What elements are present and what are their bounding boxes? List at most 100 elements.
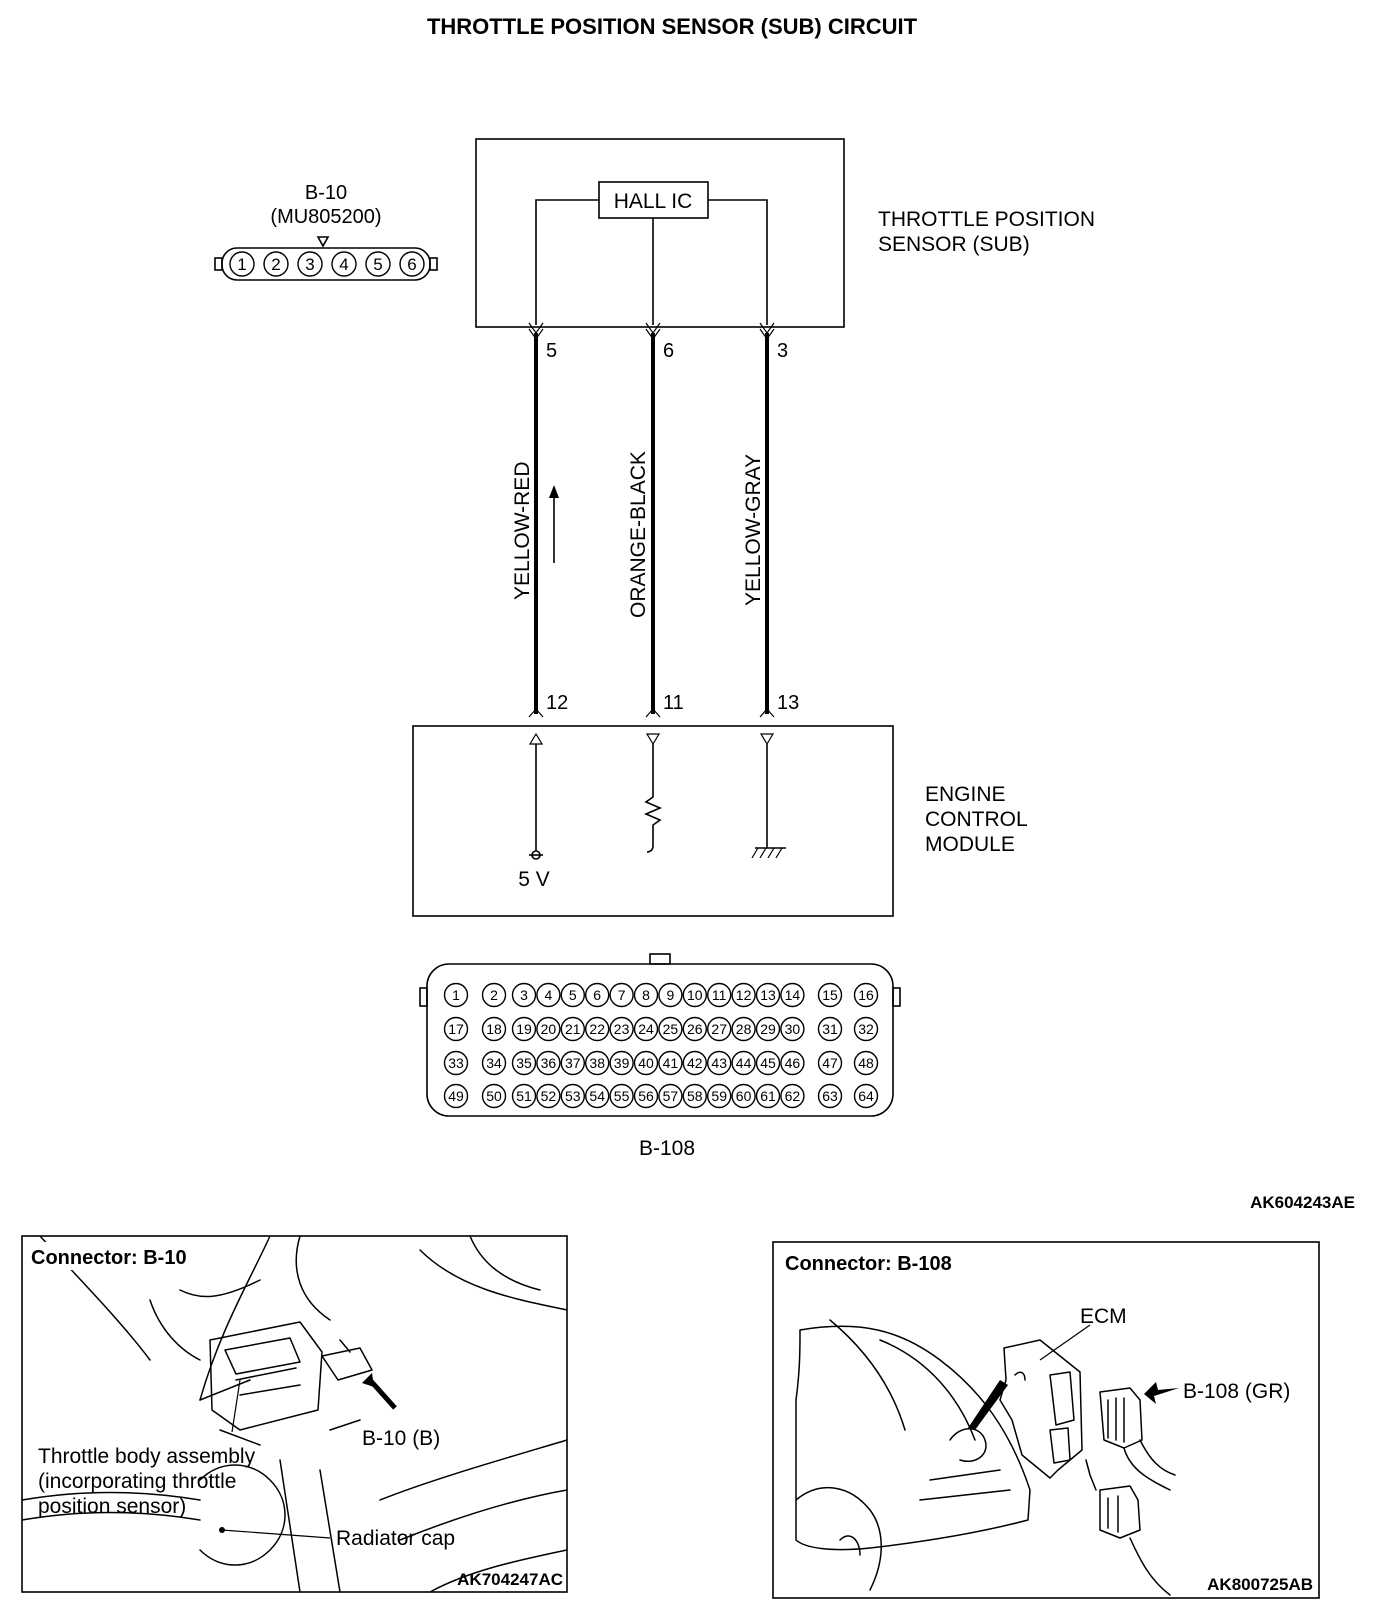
b108-pin-9-label: 9 <box>667 987 675 1003</box>
ecm-unit-sketch <box>999 1339 1083 1479</box>
b108-pin-29-label: 29 <box>760 1021 776 1037</box>
b108-pin-38: 38 <box>585 1050 610 1076</box>
b108-pin-15: 15 <box>817 982 843 1008</box>
b108-pin-18: 18 <box>481 1016 507 1042</box>
b108-pin-31-label: 31 <box>822 1021 838 1037</box>
diagram-title: THROTTLE POSITION SENSOR (SUB) CIRCUIT <box>427 14 918 39</box>
b108-pin-6-label: 6 <box>593 987 601 1003</box>
b108-pin-35: 35 <box>511 1050 537 1076</box>
callout-b10-connector: B-10 (B) <box>362 1427 440 1450</box>
b10-pin-2-label: 2 <box>271 255 280 274</box>
b108-pin-16: 16 <box>853 982 879 1008</box>
b108-pin-6-cavity <box>585 982 610 1008</box>
b108-pin-60: 60 <box>731 1083 756 1109</box>
b108-pin-31: 31 <box>817 1016 843 1042</box>
b108-pin-21-label: 21 <box>565 1021 581 1037</box>
leader-radiator-cap-dot <box>219 1527 225 1533</box>
b108-pin-34: 34 <box>481 1050 507 1076</box>
b108-pin-7: 7 <box>609 982 634 1008</box>
callout-throttle-body-2: (incorporating throttle <box>38 1470 236 1493</box>
b108-pin-54-label: 54 <box>589 1088 605 1104</box>
wire-yellow-gray: 3 13 YELLOW-GRAY <box>742 322 799 718</box>
b108-pin-9-cavity <box>658 982 683 1008</box>
wire-color-orange-black: ORANGE-BLACK <box>627 451 650 618</box>
b108-pin-36-label: 36 <box>541 1055 557 1071</box>
b108-pin-52-cavity <box>536 1083 561 1109</box>
b108-pin-39: 39 <box>609 1050 634 1076</box>
b108-pin-26-label: 26 <box>687 1021 703 1037</box>
ecm-pin-12-marker <box>528 708 544 718</box>
b108-pin-49-cavity <box>443 1083 469 1109</box>
b108-pin-2: 2 <box>481 982 507 1008</box>
b108-pin-64-label: 64 <box>858 1088 874 1104</box>
b108-pin-45-label: 45 <box>760 1055 776 1071</box>
ecm-pin-13-marker <box>759 708 775 718</box>
b108-pin-47-label: 47 <box>822 1055 838 1071</box>
b108-pin-52-label: 52 <box>541 1088 557 1104</box>
b108-pin-30-cavity <box>780 1016 805 1042</box>
b108-pin-40: 40 <box>633 1050 659 1076</box>
b108-pin-32-label: 32 <box>858 1021 874 1037</box>
hall-ic-label: HALL IC <box>614 190 693 213</box>
b10-connector-id: B-10 <box>305 182 347 204</box>
b108-pin-33: 33 <box>443 1050 469 1076</box>
b108-pin-58-label: 58 <box>687 1088 703 1104</box>
b108-pin-47: 47 <box>817 1050 843 1076</box>
b108-housing <box>426 963 894 1117</box>
b108-pin-36: 36 <box>536 1050 561 1076</box>
b108-pin-32: 32 <box>853 1016 879 1042</box>
b108-pin-39-label: 39 <box>614 1055 630 1071</box>
b108-pin-27-label: 27 <box>711 1021 727 1037</box>
callout-arrow-b108 <box>1144 1382 1179 1404</box>
callout-ecm: ECM <box>1080 1305 1127 1328</box>
b108-pin-36-cavity <box>536 1050 561 1076</box>
b108-pin-29: 29 <box>755 1016 781 1042</box>
b108-pin-23-label: 23 <box>614 1021 630 1037</box>
panel-b108-heading: Connector: B-108 <box>785 1253 952 1275</box>
panel-connector-b108: Connector: B-108 ECM B-108 (GR) AK800725… <box>772 1241 1320 1599</box>
b108-pin-33-cavity <box>443 1050 469 1076</box>
b108-pin-42-label: 42 <box>687 1055 703 1071</box>
ecm-name-line1: ENGINE <box>925 783 1006 806</box>
b108-pin-14-cavity <box>780 982 805 1008</box>
ecm-pin-12-input-marker <box>528 732 544 745</box>
b108-pin-13: 13 <box>755 982 781 1008</box>
b10-pin-1-label: 1 <box>237 255 246 274</box>
b108-pin-41: 41 <box>658 1050 683 1076</box>
wire-orange-black: 6 11 ORANGE-BLACK <box>627 322 684 718</box>
b108-pin-40-cavity <box>633 1050 659 1076</box>
b108-pin-10: 10 <box>682 982 707 1008</box>
b108-connector-id: B-108 <box>639 1137 695 1160</box>
signal-flow-arrowhead <box>549 485 559 498</box>
b108-pin-24-label: 24 <box>638 1021 654 1037</box>
panel-connector-b10: Connector: B-10 B-10 (B) Throttle body a… <box>21 1235 568 1593</box>
b108-pin-5: 5 <box>560 982 585 1008</box>
b108-pin-42: 42 <box>682 1050 707 1076</box>
b108-pin-20-label: 20 <box>541 1021 557 1037</box>
b108-pin-57-label: 57 <box>663 1088 679 1104</box>
b108-pin-50: 50 <box>481 1083 507 1109</box>
b108-pin-43-cavity <box>707 1050 732 1076</box>
b108-pin-4: 4 <box>536 982 561 1008</box>
b10-pin-1: 1 <box>229 251 255 277</box>
ecm-pin-11-marker <box>645 708 661 718</box>
ecm-pin-12-label: 12 <box>546 692 568 714</box>
callout-arrow-ecm-location <box>968 1380 1008 1430</box>
callout-arrow-b10-shaft <box>368 1378 397 1410</box>
figure-code: AK604243AE <box>1250 1193 1355 1212</box>
b108-pin-2-label: 2 <box>490 987 498 1003</box>
ecm-5v-label: 5 V <box>518 868 550 891</box>
callout-b108-connector: B-108 (GR) <box>1183 1380 1290 1403</box>
car-body-sketch <box>795 1325 1031 1551</box>
panel-b108-code: AK800725AB <box>1207 1575 1313 1594</box>
b108-latch-left <box>419 987 428 1007</box>
b10-pin-3: 3 <box>297 251 323 277</box>
b108-pin-51-label: 51 <box>516 1088 532 1104</box>
b108-pin-48-cavity <box>853 1050 879 1076</box>
b108-pin-48-label: 48 <box>858 1055 874 1071</box>
b108-pin-61: 61 <box>755 1083 781 1109</box>
b108-pin-20-cavity <box>536 1016 561 1042</box>
b108-pin-29-cavity <box>755 1016 781 1042</box>
